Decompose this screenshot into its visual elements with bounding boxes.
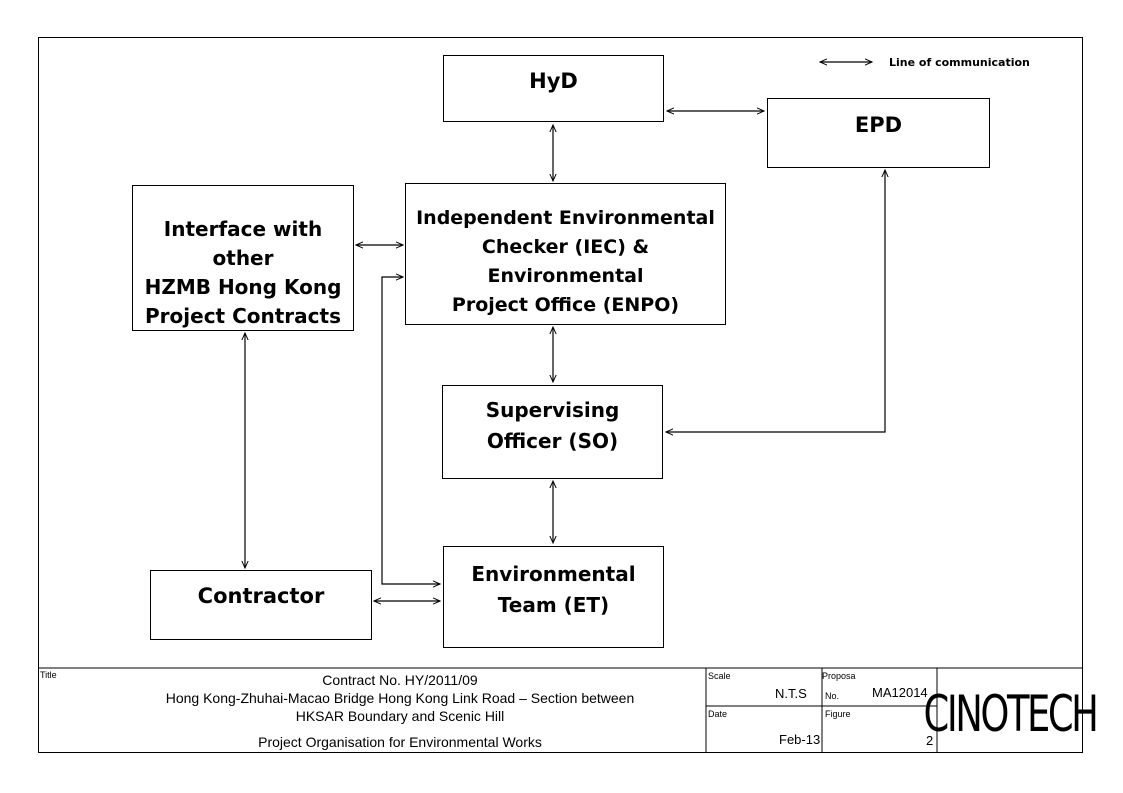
- date-caption: Date: [708, 709, 728, 719]
- link-iec-et: [381, 277, 440, 584]
- figure-caption: Figure: [825, 709, 851, 719]
- proposal-no-caption: No.: [825, 691, 840, 701]
- link-epd-so: [666, 170, 885, 432]
- node-so: Supervising Officer (SO): [442, 385, 663, 479]
- title-block-grid: [38, 667, 1083, 753]
- node-contractor: Contractor: [150, 570, 372, 640]
- title-line-4: Project Organisation for Environmental W…: [258, 734, 542, 750]
- scale-value: N.T.S: [775, 686, 807, 701]
- node-so-label: Supervising Officer (SO): [485, 398, 620, 453]
- title-text: Contract No. HY/2011/09 Hong Kong-Zhuhai…: [100, 671, 700, 725]
- date-value: Feb-13: [779, 732, 821, 747]
- node-contractor-label: Contractor: [197, 584, 325, 608]
- node-hyd-label: HyD: [529, 69, 578, 93]
- scale-caption: Scale: [708, 671, 731, 681]
- title-line-2: Hong Kong-Zhuhai-Macao Bridge Hong Kong …: [165, 690, 635, 706]
- proposal-caption: Proposa: [822, 671, 856, 681]
- node-epd: EPD: [767, 98, 990, 168]
- node-epd-label: EPD: [854, 113, 903, 137]
- node-interface-label: Interface with other HZMB Hong Kong Proj…: [144, 217, 342, 328]
- node-interface: Interface with other HZMB Hong Kong Proj…: [132, 185, 354, 331]
- title-line-1: Contract No. HY/2011/09: [322, 672, 478, 688]
- legend-label: Line of communication: [889, 56, 1030, 69]
- drawing-frame: [38, 37, 1083, 753]
- proposal-value: MA12014: [872, 685, 928, 700]
- node-et-label: Environmental Team (ET): [471, 562, 636, 617]
- cinotech-logo: CINOTECH: [923, 685, 1099, 743]
- title-line-3: HKSAR Boundary and Scenic Hill: [295, 708, 505, 724]
- figure-value: 2: [926, 733, 934, 748]
- title-caption: Title: [40, 670, 57, 680]
- node-et: Environmental Team (ET): [443, 546, 664, 648]
- node-hyd: HyD: [443, 55, 664, 122]
